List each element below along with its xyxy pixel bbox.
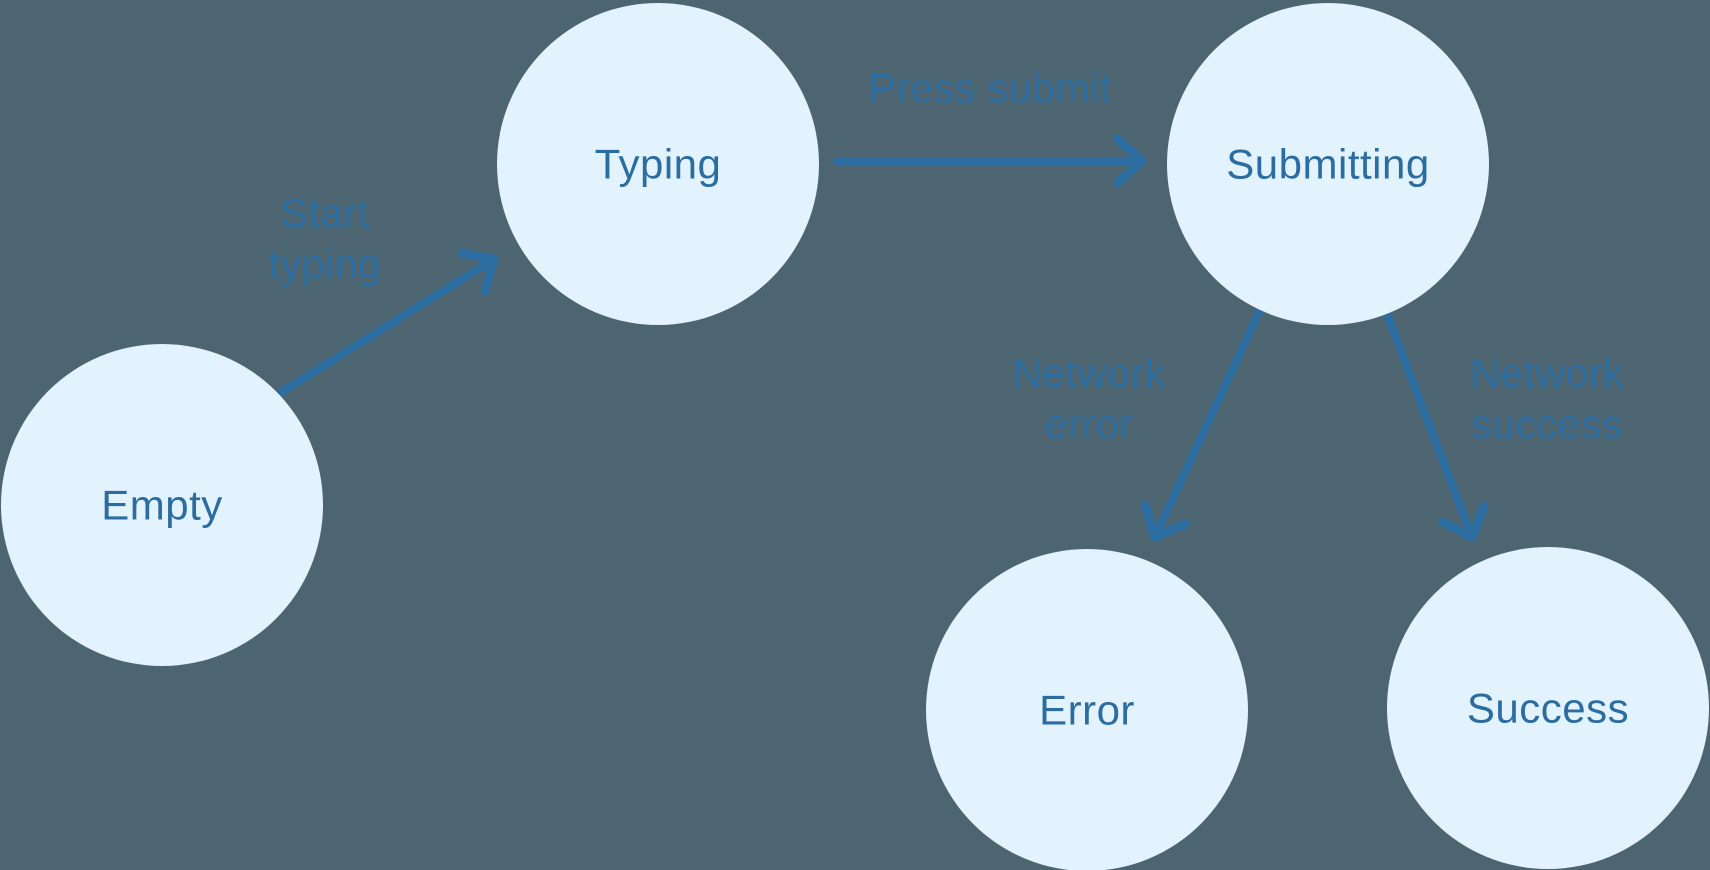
state-node-submitting xyxy=(1167,3,1489,325)
transition-label-press-submit: Press submit xyxy=(869,65,1112,111)
transition-arrowhead-icon-start-typing xyxy=(456,248,499,296)
state-node-success xyxy=(1387,547,1709,869)
state-label-typing: Typing xyxy=(595,141,722,188)
state-node-typing xyxy=(497,3,819,325)
transition-arrow-shaft-network-error xyxy=(1151,306,1264,540)
transition-arrowhead-icon-network-error xyxy=(1140,500,1190,542)
state-label-submitting: Submitting xyxy=(1226,141,1429,188)
transition-arrowhead-icon-press-submit xyxy=(1112,134,1147,188)
transition-arrowhead-icon-network-success xyxy=(1438,501,1489,542)
state-node-error xyxy=(926,549,1248,870)
transition-arrow-shaft-network-success xyxy=(1383,310,1476,540)
transition-arrow-shaft-start-typing xyxy=(276,256,497,397)
state-label-success: Success xyxy=(1467,685,1629,732)
state-label-error: Error xyxy=(1039,687,1135,734)
state-node-empty xyxy=(1,344,323,666)
state-label-empty: Empty xyxy=(101,482,223,529)
